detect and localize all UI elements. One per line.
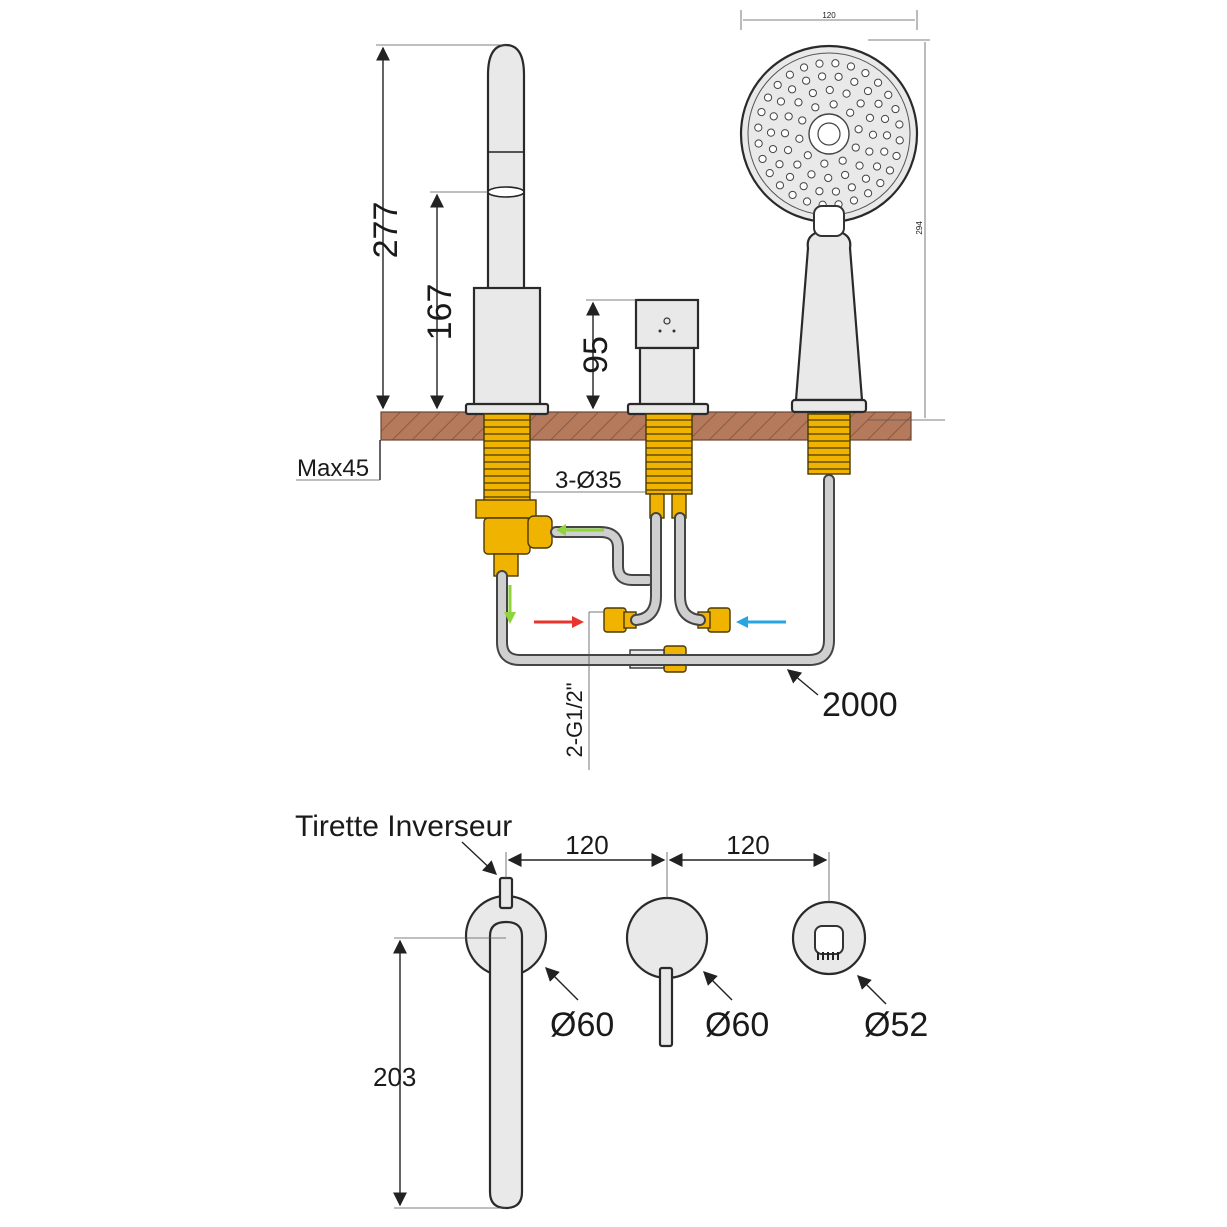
dim-inlets: 2-G1/2" bbox=[562, 682, 587, 757]
dim-277: 277 bbox=[367, 202, 405, 259]
bath-spout bbox=[464, 43, 550, 416]
dim-spout-reach: 203 bbox=[373, 1062, 416, 1092]
hoses bbox=[496, 474, 835, 666]
dim-shower-height: 294 bbox=[915, 221, 924, 235]
shower-nozzles bbox=[754, 59, 904, 209]
elevation-view: 277 167 95 Max45 3-Ø35 2-G1/2" 2000 120 … bbox=[296, 10, 945, 770]
dim-max45: Max45 bbox=[297, 455, 369, 482]
dim-spout-rosette: Ø60 bbox=[550, 1006, 614, 1044]
brass-fittings bbox=[475, 413, 851, 673]
plan-view: Tirette Inverseur 120 120 Ø60 Ø60 Ø52 20… bbox=[295, 810, 928, 1210]
diverter-pull bbox=[498, 876, 514, 910]
mixer-body bbox=[626, 298, 710, 416]
mixer-lever bbox=[658, 966, 674, 1048]
dim-spacing-1: 120 bbox=[565, 830, 608, 860]
hand-shower bbox=[739, 44, 919, 414]
elevation-dimensions bbox=[296, 10, 945, 770]
dim-holes: 3-Ø35 bbox=[555, 467, 622, 494]
flow-arrows bbox=[504, 524, 786, 628]
dim-hose-2000: 2000 bbox=[822, 686, 898, 724]
dim-shower-rosette: Ø52 bbox=[864, 1006, 928, 1044]
mixer-rosette bbox=[625, 896, 709, 980]
shower-hose-notch bbox=[817, 952, 839, 960]
dim-spacing-2: 120 bbox=[726, 830, 769, 860]
spout-arm bbox=[488, 920, 524, 1210]
plan-dimensions bbox=[393, 841, 887, 1209]
dim-95: 95 bbox=[577, 336, 615, 374]
diverter-label: Tirette Inverseur bbox=[295, 810, 512, 843]
dim-167: 167 bbox=[421, 284, 459, 341]
dim-shower-width: 120 bbox=[822, 11, 836, 20]
dim-mixer-rosette: Ø60 bbox=[705, 1006, 769, 1044]
